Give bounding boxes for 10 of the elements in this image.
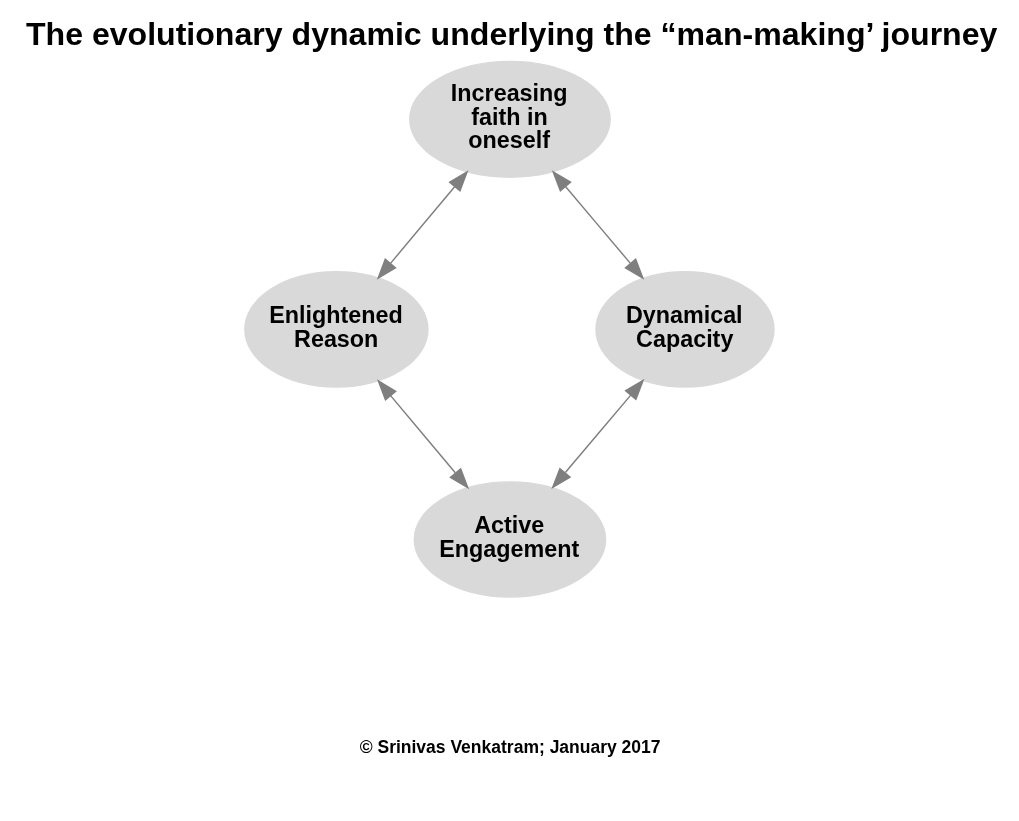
arrow	[376, 169, 469, 280]
arrow	[551, 169, 645, 280]
node-ellipse: Dynamical Capacity	[595, 270, 775, 388]
node-ellipse: Active Engagement	[413, 480, 607, 598]
node-ellipse: Enlightened Reason	[244, 270, 429, 388]
arrow	[377, 378, 470, 489]
node-ellipse: Increasing faith in oneself	[409, 60, 611, 178]
diagram-title: The evolutionary dynamic underlying the “man-making’ journey	[25, 15, 998, 52]
label: © Srinivas Venkatram; January 2017	[359, 736, 661, 757]
arrow	[551, 378, 645, 489]
